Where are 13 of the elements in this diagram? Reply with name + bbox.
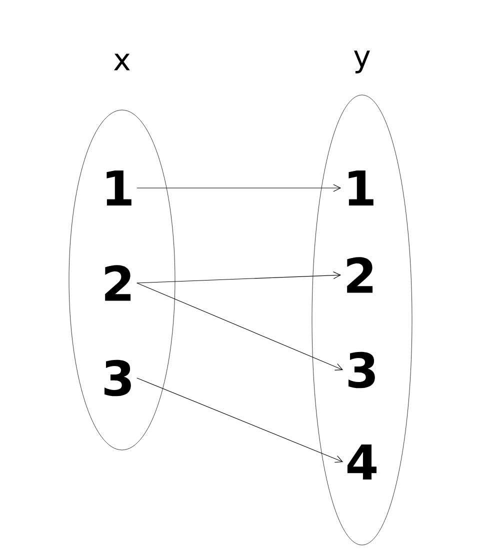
element-label: 2 [105,265,131,301]
element-label: 3 [104,360,131,396]
element-label: 1 [106,170,132,206]
element-label: 3 [348,352,375,388]
node-label: y [354,50,370,74]
arrow [136,282,344,371]
arrow [136,184,342,192]
arrow [136,272,342,284]
arrow [136,378,344,463]
node-label: x [114,54,130,70]
element-label: 4 [347,444,376,480]
element-label: 1 [348,170,374,206]
element-label: 2 [347,257,373,293]
